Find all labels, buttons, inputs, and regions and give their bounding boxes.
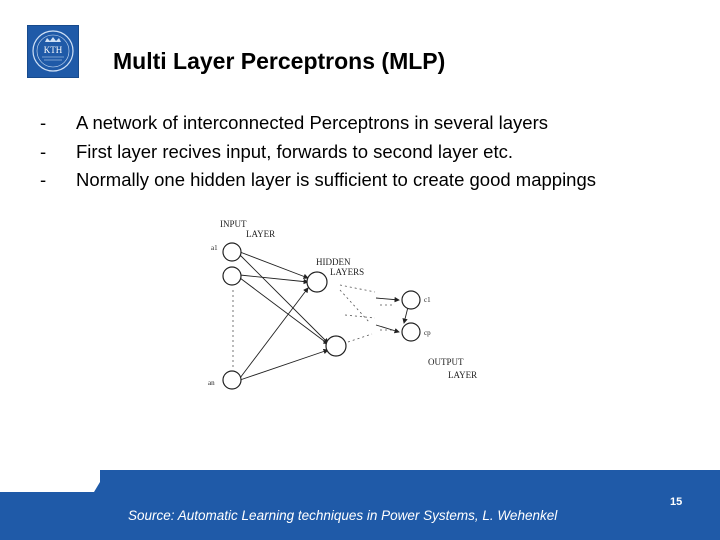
bullet-text: First layer recives input, forwards to s… [76, 140, 513, 162]
input-node [222, 266, 242, 286]
output-node [401, 322, 421, 342]
input-node [222, 242, 242, 262]
output-node-label-c1: c1 [424, 296, 431, 304]
output-layer-label-1: OUTPUT [428, 357, 464, 367]
bullet-marker: - [40, 140, 47, 162]
bullet-text: A network of interconnected Perceptrons … [76, 112, 548, 133]
hidden-node [306, 271, 328, 293]
footer-band [0, 470, 720, 540]
bullet-item: - Normally one hidden layer is sufficien… [40, 166, 596, 195]
bullet-list: - A network of interconnected Perceptron… [40, 109, 596, 195]
hidden-layer-label-1: HIDDEN [316, 257, 351, 267]
logo-text: KTH [44, 45, 63, 55]
slide-title: Multi Layer Perceptrons (MLP) [113, 48, 446, 74]
source-citation: Source: Automatic Learning techniques in… [128, 508, 558, 523]
page-number: 15 [670, 496, 683, 508]
output-layer-label-2: LAYER [448, 370, 477, 380]
output-node-label-cp: cp [424, 329, 431, 337]
bullet-marker: - [40, 169, 47, 190]
bullet-text: Normally one hidden layer is sufficient … [76, 169, 597, 190]
hidden-layer-label-2: LAYERS [330, 267, 364, 277]
input-node [222, 370, 242, 390]
hidden-node [325, 335, 347, 357]
dotted-connections [232, 284, 395, 370]
input-layer-label-1: INPUT [220, 219, 247, 229]
kth-crown-icon: KTH [32, 30, 74, 72]
bullet-marker: - [40, 112, 47, 133]
input-hidden-connections [239, 251, 329, 381]
input-node-label-a1: a1 [211, 244, 218, 252]
network-nodes [222, 242, 421, 390]
hidden-output-connections [375, 296, 409, 334]
input-layer-label-2: LAYER [246, 229, 275, 239]
input-node-label-an: an [208, 379, 215, 387]
output-node [401, 290, 421, 310]
kth-logo: KTH [27, 25, 79, 78]
bullet-item: - First layer recives input, forwards to… [40, 138, 596, 167]
mlp-diagram: INPUT LAYER HIDDEN LAYERS OUTPUT LAYER a… [208, 219, 477, 390]
bullet-item: - A network of interconnected Perceptron… [40, 109, 596, 138]
